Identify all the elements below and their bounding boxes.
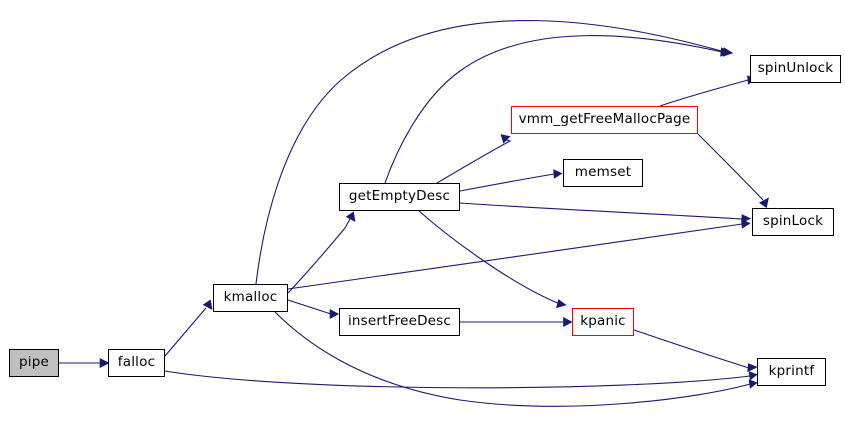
arrowhead-icon-kmalloc-to-insertFreeDesc (329, 309, 340, 319)
node-label: falloc (117, 354, 156, 371)
node-kprintf[interactable]: kprintf (757, 358, 826, 386)
arrowhead-icon-pipe-to-falloc (99, 358, 110, 368)
node-kmalloc[interactable]: kmalloc (213, 284, 288, 312)
node-memset[interactable]: memset (563, 159, 643, 187)
node-label: pipe (19, 354, 49, 371)
arrowhead-icon-getEmptyDesc-to-memset (553, 169, 563, 179)
edge-vmm_getFreeMallocPage-to-spinUnlock (659, 79, 749, 107)
edge-kmalloc-to-kprintf (274, 311, 751, 407)
node-spinLock[interactable]: spinLock (752, 208, 834, 236)
node-label: spinLock (762, 213, 824, 230)
node-spinUnlock[interactable]: spinUnlock (750, 55, 841, 83)
node-kpanic[interactable]: kpanic (572, 308, 634, 336)
arrowhead-icon-falloc-to-kprintf (748, 371, 758, 381)
edge-kmalloc-to-insertFreeDesc (287, 299, 332, 315)
arrowhead-icon-falloc-to-kmalloc (202, 299, 213, 311)
arrowhead-icon-kmalloc-to-kprintf (748, 379, 758, 389)
arrowhead-icon-kmalloc-to-getEmptyDesc (345, 211, 356, 223)
node-label: memset (574, 164, 632, 181)
arrowhead-icon-getEmptyDesc-to-kpanic (556, 299, 567, 309)
node-getEmptyDesc[interactable]: getEmptyDesc (339, 183, 460, 211)
arrowhead-icon-getEmptyDesc-to-spinUnlock (720, 47, 731, 57)
node-label: vmm_getFreeMallocPage (518, 111, 691, 128)
edge-falloc-to-kprintf (164, 370, 751, 389)
edge-getEmptyDesc-to-spinUnlock (384, 35, 723, 184)
edge-getEmptyDesc-to-memset (459, 173, 555, 192)
edge-falloc-to-kmalloc (164, 307, 207, 357)
node-label: insertFreeDesc (347, 313, 452, 330)
node-vmm_getFreeMallocPage[interactable]: vmm_getFreeMallocPage (511, 106, 698, 134)
arrowhead-icon-vmm_getFreeMallocPage-to-spinLock (758, 197, 769, 208)
node-pipe[interactable]: pipe (9, 349, 59, 377)
edge-kmalloc-to-spinUnlock (255, 19, 726, 285)
edge-vmm_getFreeMallocPage-to-spinLock (697, 133, 764, 201)
edge-kmalloc-to-getEmptyDesc (287, 218, 351, 294)
edge-kmalloc-to-spinLock (287, 223, 743, 290)
node-label: spinUnlock (757, 60, 834, 77)
edge-getEmptyDesc-to-spinLock (459, 202, 743, 220)
node-label: kprintf (768, 363, 815, 380)
node-label: kpanic (580, 313, 626, 330)
node-insertFreeDesc[interactable]: insertFreeDesc (339, 308, 460, 336)
arrowhead-icon-getEmptyDesc-to-vmm_getFreeMallocPage (500, 134, 511, 144)
node-falloc[interactable]: falloc (108, 349, 165, 377)
arrowhead-icon-kpanic-to-kprintf (747, 363, 758, 373)
arrowhead-icon-getEmptyDesc-to-spinLock (741, 214, 752, 224)
edge-kpanic-to-kprintf (633, 329, 750, 369)
edge-getEmptyDesc-to-vmm_getFreeMallocPage (436, 138, 512, 184)
arrowhead-icon-insertFreeDesc-to-kpanic (563, 317, 573, 327)
node-label: kmalloc (223, 289, 278, 306)
node-label: getEmptyDesc (348, 188, 451, 205)
edge-getEmptyDesc-to-kpanic (418, 210, 561, 305)
